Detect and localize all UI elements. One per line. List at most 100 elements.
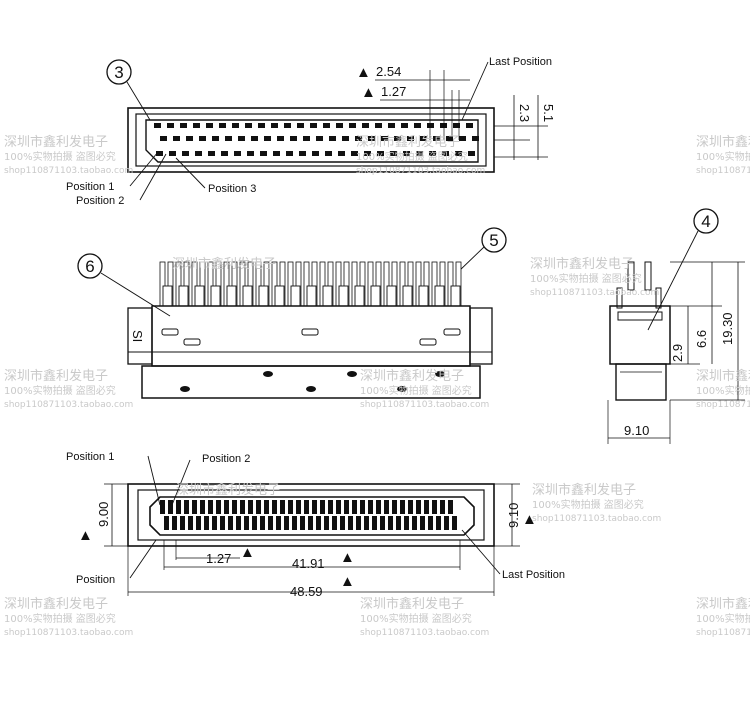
contact-pin xyxy=(324,516,329,530)
label-position-1-top: Position 1 xyxy=(66,181,114,193)
contact-pad xyxy=(212,136,219,141)
terminal-foot xyxy=(242,285,253,307)
contact-pad xyxy=(455,151,462,156)
watermark-line-1: 深圳市鑫利发电子 xyxy=(532,482,636,498)
contact-pin xyxy=(412,516,417,530)
contact-pad xyxy=(312,151,319,156)
contact-pin xyxy=(340,516,345,530)
contact-pad xyxy=(297,123,304,128)
contact-pad xyxy=(199,136,206,141)
contact-pad xyxy=(206,123,213,128)
contact-pin xyxy=(300,516,305,530)
terminal-foot xyxy=(434,285,445,307)
contact-pin xyxy=(204,516,209,530)
contact-pin xyxy=(384,500,389,514)
watermark: 深圳市鑫利发电子 100%实物拍摄 盗图必究 shop110871103.tao… xyxy=(530,256,659,298)
dim-side-w: 9.10 xyxy=(624,423,649,438)
contact-pad xyxy=(277,136,284,141)
watermark: 深圳市鑫利发电子 100%实物拍摄 盗图必究 shop110871103.tao… xyxy=(4,368,133,410)
side-pin-left xyxy=(627,261,635,291)
contact-pin xyxy=(296,500,301,514)
contact-pad xyxy=(232,123,239,128)
contact-pin xyxy=(424,500,429,514)
contact-pad xyxy=(338,151,345,156)
callout-4-text: 4 xyxy=(701,212,710,231)
contact-pad xyxy=(453,123,460,128)
watermark-line-1: 深圳市鑫利发电子 xyxy=(172,256,276,272)
terminal-foot xyxy=(418,285,429,307)
base-hole xyxy=(397,386,407,392)
label-position-1-bottom: Position 1 xyxy=(66,451,114,463)
terminal-foot xyxy=(402,285,413,307)
side-view: 4 2.9 6.6 19.30 9.10 xyxy=(607,208,745,444)
contact-pad xyxy=(154,123,161,128)
contact-pad xyxy=(325,151,332,156)
contact-pad xyxy=(362,123,369,128)
contact-pad xyxy=(342,136,349,141)
contact-pin xyxy=(216,500,221,514)
contact-pin xyxy=(328,500,333,514)
contact-pin xyxy=(436,516,441,530)
triangle-marker-icon: ▲ xyxy=(240,544,255,561)
contact-pin xyxy=(380,516,385,530)
watermark-line-1: 深圳市鑫利发电子 xyxy=(696,596,750,612)
contact-pad xyxy=(245,123,252,128)
contact-pad xyxy=(284,123,291,128)
dim-bottom-span: 41.91 xyxy=(292,556,325,571)
terminal-foot xyxy=(370,285,381,307)
contact-pad xyxy=(416,151,423,156)
callout-3-text: 3 xyxy=(114,63,123,82)
contact-pad xyxy=(429,151,436,156)
contact-pin xyxy=(268,516,273,530)
watermark-line-2: 100%实物拍摄 盗图必究 xyxy=(530,272,642,285)
contact-pin xyxy=(284,516,289,530)
contact-pin xyxy=(172,516,177,530)
contact-pad xyxy=(221,151,228,156)
terminal-foot xyxy=(450,285,461,307)
contact-pad xyxy=(368,136,375,141)
watermark-line-3: shop110871103.taobao.com xyxy=(356,166,485,176)
watermark: 深圳市鑫利发电子 xyxy=(172,256,276,272)
contact-pin xyxy=(432,500,437,514)
contact-pad xyxy=(323,123,330,128)
dim-bottom-total: 48.59 xyxy=(290,584,323,599)
contact-pin xyxy=(308,516,313,530)
contact-pad xyxy=(225,136,232,141)
contact-pad xyxy=(459,136,466,141)
contact-pin xyxy=(192,500,197,514)
watermark-line-2: 100%实物拍摄 盗图必究 xyxy=(4,150,116,163)
watermark: 深圳市鑫利发电子 100%实物拍摄 盗图必究 shop110871103.tao… xyxy=(360,596,489,638)
contact-pin xyxy=(352,500,357,514)
dim-row-total: 5.1 xyxy=(541,104,556,122)
front-view: 5 6 SI xyxy=(77,227,507,399)
side-body xyxy=(609,305,671,365)
bottom-shell-outer xyxy=(127,483,495,547)
watermark-line-3: shop110871103.taobao.com xyxy=(696,400,750,410)
callout-4-circle xyxy=(693,208,719,234)
contact-pad xyxy=(169,151,176,156)
terminal-foot xyxy=(354,285,365,307)
contact-pin xyxy=(208,500,213,514)
callout-3-circle xyxy=(106,59,132,85)
contact-pin xyxy=(160,500,165,514)
terminal-foot xyxy=(162,285,173,307)
contact-pin xyxy=(404,516,409,530)
watermark-line-1: 深圳市鑫利发电子 xyxy=(530,256,634,272)
contact-pin xyxy=(448,500,453,514)
contact-pad xyxy=(377,151,384,156)
contact-pad xyxy=(160,136,167,141)
contact-pin xyxy=(164,516,169,530)
housing-slot xyxy=(161,328,179,336)
contact-pad xyxy=(329,136,336,141)
side-pin-outer-right xyxy=(655,287,662,309)
terminal-foot xyxy=(386,285,397,307)
contact-pin xyxy=(276,516,281,530)
contact-pad xyxy=(349,123,356,128)
watermark-line-1: 深圳市鑫利发电子 xyxy=(4,368,108,384)
contact-pin xyxy=(336,500,341,514)
watermark: 深圳市鑫利发电子 100%实物拍摄 盗图必究 shop110871103.tao… xyxy=(696,368,750,410)
triangle-marker-icon: ▲ xyxy=(356,64,371,81)
triangle-marker-icon: ▲ xyxy=(78,527,93,544)
callout-5-circle xyxy=(481,227,507,253)
